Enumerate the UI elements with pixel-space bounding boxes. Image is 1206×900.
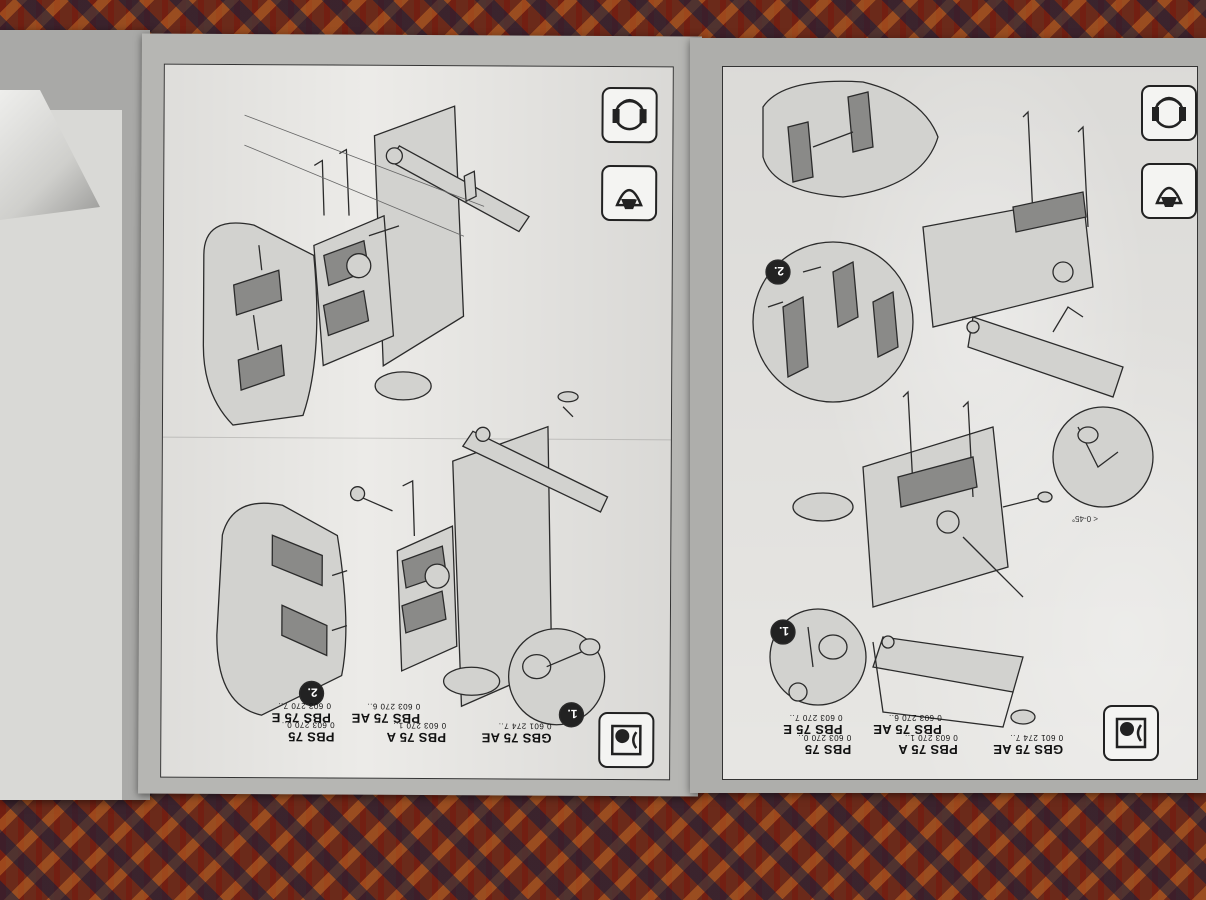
- model-label-pbs75ae: PBS 75 AE 0 603 270 6..: [351, 701, 421, 727]
- svg-text:1.: 1.: [779, 624, 789, 638]
- right-instruction-panel: 2.: [722, 66, 1198, 780]
- model-label-pbs75ae: PBS 75 AE 0 603 270 6..: [873, 713, 942, 737]
- ear-protection-icon: [601, 86, 658, 144]
- left-sheet-page: [0, 110, 122, 800]
- svg-text:< 0-45°: < 0-45°: [1072, 514, 1098, 523]
- svg-text:2.: 2.: [774, 264, 784, 278]
- right-sheet: 2.: [690, 38, 1206, 793]
- upper-sander-assembly: [244, 105, 530, 401]
- lower-detail-bubble: 2.: [216, 502, 348, 716]
- svg-text:1.: 1.: [567, 707, 577, 721]
- bottom-right-assembly: [872, 635, 1036, 728]
- angle-detail-bubble: < 0-45°: [1052, 406, 1154, 523]
- upper-detail-bubble: [202, 222, 318, 426]
- right-illustrations: 2.: [752, 80, 1154, 728]
- top-detail-bubble: [762, 80, 939, 198]
- step1-detail-bubble: 1.: [507, 628, 606, 728]
- middle-right-assembly: [792, 390, 1053, 608]
- model-label-pbs75e: PBS 75 E 0 603 270 7..: [271, 701, 331, 726]
- middle-illustrations: 2. 1.: [202, 105, 609, 728]
- model-label-gbs75ae: GBS 75 AE 0 601 274 7..: [481, 721, 552, 746]
- ear-protection-icon: [1141, 85, 1197, 141]
- upper-right-assembly: [922, 110, 1124, 398]
- model-label-pbs75e: PBS 75 E 0 603 270 7..: [783, 713, 843, 737]
- step1-detail-bubble-right: 1.: [769, 608, 867, 706]
- dust-mask-icon: [601, 164, 658, 222]
- dust-mask-icon: [1141, 163, 1197, 219]
- left-sheet: [0, 30, 150, 800]
- svg-text:2.: 2.: [307, 685, 317, 699]
- middle-instruction-panel: 2. 1. GBS 75 AE 0 601 274 7..: [160, 63, 674, 781]
- lower-sander-assembly: [349, 391, 609, 708]
- step2-detail-bubble: 2.: [752, 241, 914, 403]
- book-manual-icon: [598, 711, 655, 769]
- middle-sheet: 2. 1. GBS 75 AE 0 601 274 7..: [138, 33, 702, 797]
- model-label-gbs75ae: GBS 75 AE 0 601 274 7..: [993, 733, 1064, 757]
- book-manual-icon: [1103, 705, 1159, 761]
